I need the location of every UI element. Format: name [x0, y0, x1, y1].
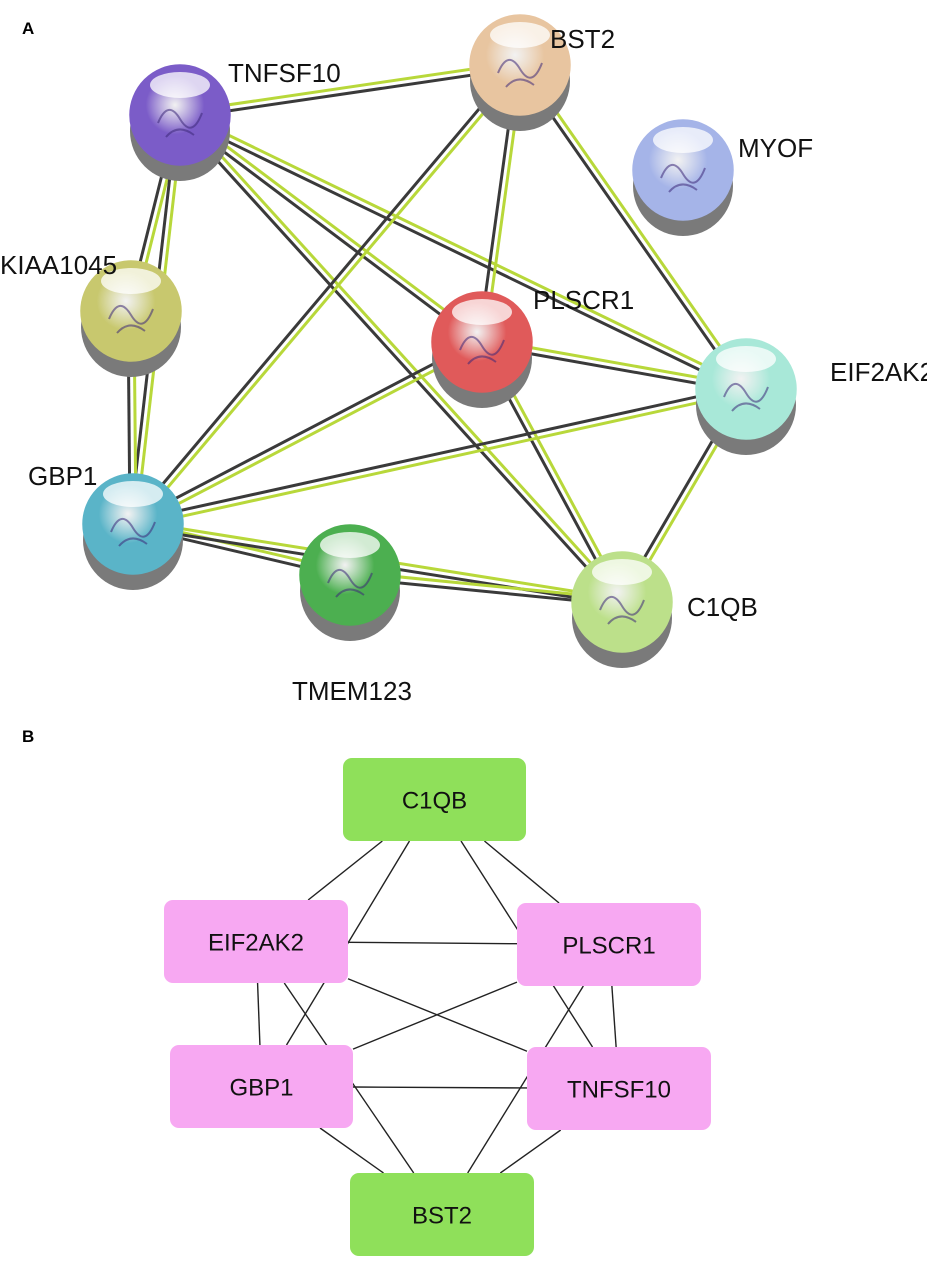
structure-glyph	[108, 305, 154, 334]
node-plscr1[interactable]: PLSCR1	[431, 285, 634, 408]
structure-glyph	[157, 109, 203, 138]
box-node-label-bst2: BST2	[412, 1203, 472, 1230]
edge-bst2-gbp1	[129, 62, 524, 527]
node-label-plscr1: PLSCR1	[533, 285, 634, 315]
node-highlight	[452, 299, 512, 325]
b-edge-gbp1-tnfsf10	[352, 1086, 528, 1089]
node-highlight	[653, 127, 713, 153]
structure-glyph	[110, 518, 156, 547]
node-label-bst2: BST2	[550, 24, 615, 54]
node-kiaa1045[interactable]: KIAA1045	[0, 250, 182, 377]
box-node-bst2[interactable]: BST2	[350, 1173, 534, 1256]
node-highlight	[150, 72, 210, 98]
edge-tnfsf10-eif2ak2	[178, 110, 748, 394]
b-edge-plscr1-bst2	[467, 985, 584, 1174]
b-edge-tnfsf10-bst2	[499, 1129, 562, 1174]
structure-glyph	[660, 164, 706, 193]
structure-glyph	[459, 336, 505, 365]
node-label-tmem123: TMEM123	[292, 676, 412, 706]
box-node-rect	[170, 1045, 353, 1128]
box-node-label-eif2ak2: EIF2AK2	[208, 930, 304, 957]
node-bst2[interactable]: BST2	[469, 14, 615, 131]
box-node-rect	[164, 900, 348, 983]
node-highlight	[103, 481, 163, 507]
box-node-label-tnfsf10: TNFSF10	[567, 1077, 671, 1104]
panel-a-letter: A	[22, 19, 34, 38]
box-node-rect	[343, 758, 526, 841]
node-label-eif2ak2: EIF2AK2	[830, 357, 927, 387]
node-tnfsf10[interactable]: TNFSF10	[129, 58, 341, 181]
node-label-tnfsf10: TNFSF10	[228, 58, 341, 88]
b-edge-c1qb-plscr1	[483, 840, 560, 904]
node-myof[interactable]: MYOF	[632, 119, 813, 236]
structure-glyph	[599, 596, 645, 625]
edge-bst2-eif2ak2	[516, 62, 750, 392]
box-node-rect	[350, 1173, 534, 1256]
b-edge-plscr1-tnfsf10	[611, 985, 617, 1048]
node-label-c1qb: C1QB	[687, 592, 758, 622]
node-highlight	[490, 22, 550, 48]
node-tmem123[interactable]: TMEM123	[292, 524, 412, 706]
box-node-c1qb[interactable]: C1QB	[343, 758, 526, 841]
structure-glyph	[327, 569, 373, 598]
edge-plscr1-gbp1	[130, 338, 485, 528]
edge-tnfsf10-c1qb	[176, 111, 626, 606]
b-edge-gbp1-bst2	[319, 1127, 384, 1174]
b-edge-c1qb-eif2ak2	[307, 840, 383, 901]
node-highlight	[592, 559, 652, 585]
node-gbp1[interactable]: GBP1	[28, 461, 184, 590]
box-node-label-c1qb: C1QB	[402, 788, 467, 815]
box-node-tnfsf10[interactable]: TNFSF10	[527, 1047, 711, 1130]
box-node-rect	[527, 1047, 711, 1130]
structure-glyph	[723, 383, 769, 412]
box-node-rect	[517, 903, 701, 986]
edge-eif2ak2-gbp1	[132, 384, 747, 529]
node-highlight	[320, 532, 380, 558]
node-label-kiaa1045: KIAA1045	[0, 250, 117, 280]
box-node-label-gbp1: GBP1	[229, 1075, 293, 1102]
node-label-myof: MYOF	[738, 133, 813, 163]
node-highlight	[101, 268, 161, 294]
b-edge-plscr1-gbp1	[352, 981, 518, 1050]
b-edge-eif2ak2-plscr1	[347, 941, 518, 945]
node-eif2ak2[interactable]: EIF2AK2	[695, 338, 927, 455]
box-node-label-plscr1: PLSCR1	[562, 933, 655, 960]
box-node-gbp1[interactable]: GBP1	[170, 1045, 353, 1128]
node-c1qb[interactable]: C1QB	[571, 551, 758, 668]
node-highlight	[716, 346, 776, 372]
box-node-eif2ak2[interactable]: EIF2AK2	[164, 900, 348, 983]
structure-glyph	[497, 59, 543, 88]
box-node-plscr1[interactable]: PLSCR1	[517, 903, 701, 986]
edge-tnfsf10-bst2	[179, 60, 521, 120]
edge-tnfsf10-plscr1	[177, 111, 485, 346]
panel-b-letter: B	[22, 727, 34, 746]
b-edge-eif2ak2-gbp1	[256, 982, 261, 1046]
node-label-gbp1: GBP1	[28, 461, 97, 491]
